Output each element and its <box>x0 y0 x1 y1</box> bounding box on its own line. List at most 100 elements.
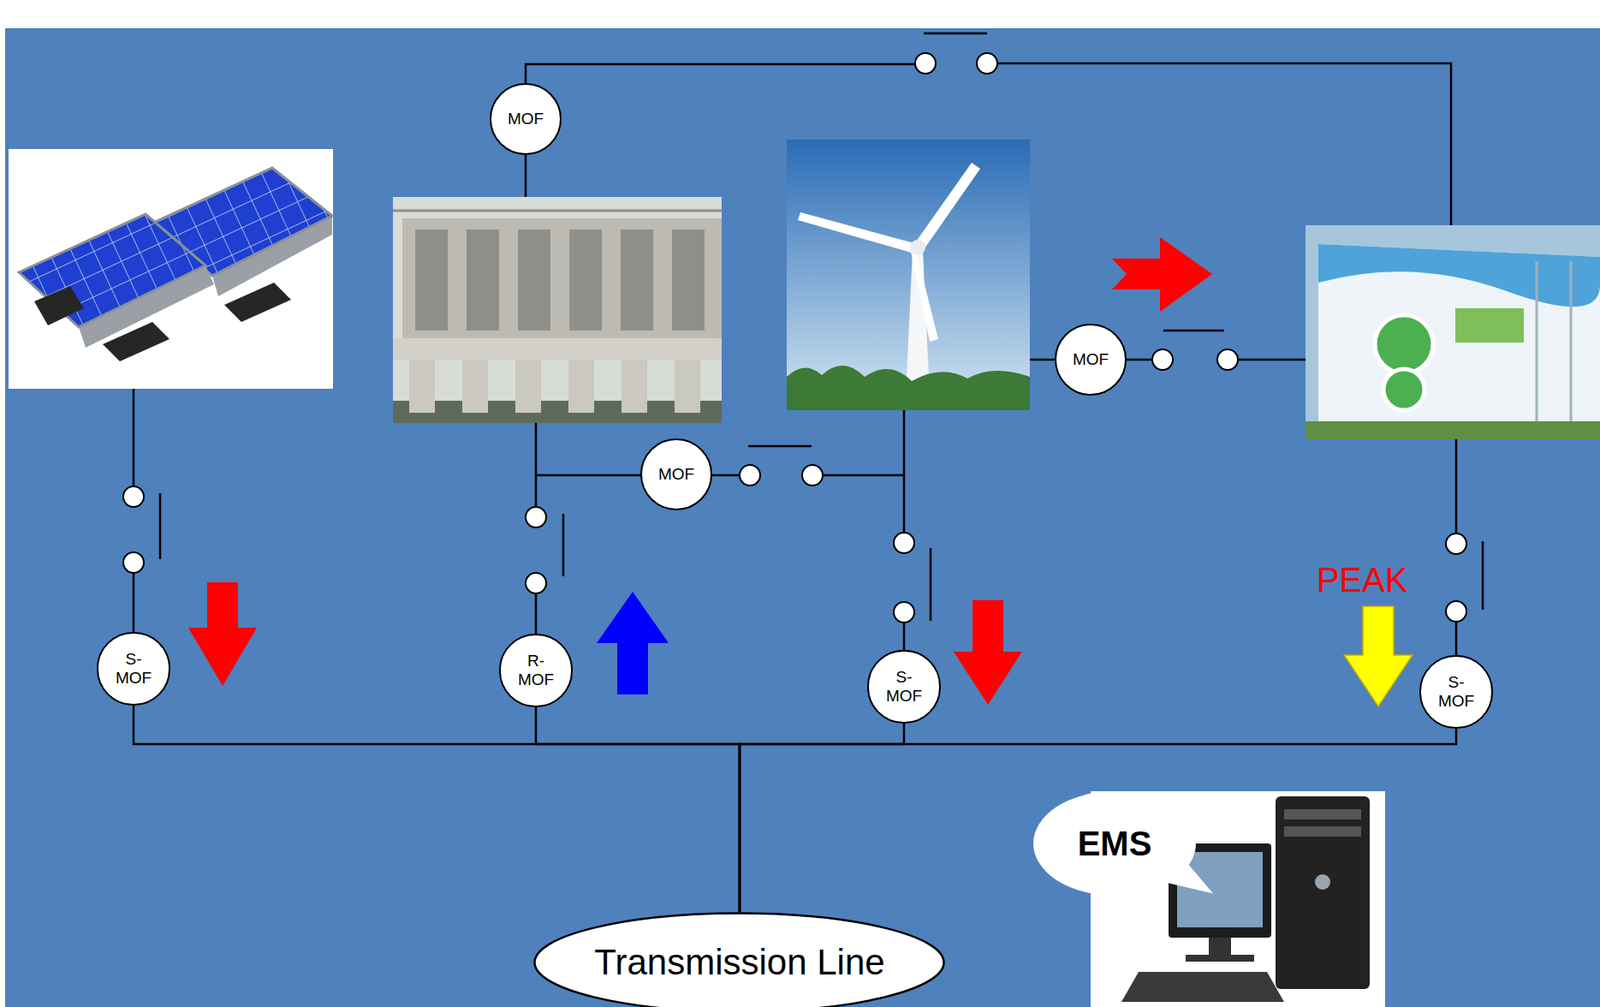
drive-bay <box>1284 808 1362 820</box>
switch-blade <box>748 445 812 448</box>
node-text: Transmission Line <box>594 941 885 983</box>
trees <box>786 365 1030 411</box>
switch-contact <box>123 486 144 507</box>
picture-ground <box>392 196 722 423</box>
wire <box>1455 439 1458 534</box>
meter-circle: R-MOF <box>499 633 572 707</box>
dam-gate <box>620 229 654 331</box>
container-panel <box>1455 308 1524 343</box>
background <box>5 28 1600 1007</box>
flow-arrow-down <box>953 600 1023 705</box>
container-logo <box>1383 368 1425 411</box>
picture-ground <box>8 148 334 389</box>
wire <box>1126 358 1153 362</box>
grass <box>1305 421 1600 440</box>
dam-pillar <box>674 359 701 413</box>
container-body <box>1318 243 1600 429</box>
turbine-hub <box>910 239 926 256</box>
bubble-shape <box>1033 791 1196 896</box>
wire <box>903 410 906 533</box>
node-text: MOF <box>501 109 550 129</box>
power-button <box>1314 874 1331 890</box>
bus-connector <box>133 705 740 913</box>
dam-gate <box>569 229 602 331</box>
switch-contact <box>525 506 547 528</box>
dam-wall <box>402 218 722 343</box>
switch-contact <box>976 53 998 74</box>
railing <box>392 209 722 213</box>
turbine-blade <box>914 162 981 251</box>
wire <box>132 388 136 487</box>
drive-bay <box>1284 826 1362 837</box>
node-text: MOF <box>652 464 701 484</box>
panel-float <box>34 285 84 326</box>
turbine-blade <box>797 212 915 254</box>
computer-tower <box>1275 796 1370 989</box>
container-door <box>1570 261 1573 424</box>
solar-array <box>18 214 206 328</box>
wire <box>535 422 538 507</box>
meter-circle: MOF <box>640 438 713 511</box>
panel-float <box>224 282 292 322</box>
bus-connector <box>535 707 740 913</box>
dam-pillar <box>515 359 542 413</box>
switch-blade <box>929 547 933 621</box>
node-text: S-MOF <box>109 649 158 688</box>
wire <box>1237 358 1306 362</box>
wire <box>712 474 740 477</box>
flow-arrow-right <box>1112 237 1213 312</box>
picture-ground <box>786 139 1030 411</box>
switch-blade <box>1163 329 1225 333</box>
wire <box>535 474 641 477</box>
node-text: EMS <box>1077 823 1153 863</box>
switch-contact <box>802 464 823 486</box>
transmission-ellipse: Transmission Line <box>533 911 946 1007</box>
monitor-screen <box>1177 851 1263 928</box>
bus-connector <box>739 723 905 913</box>
wire <box>525 64 916 84</box>
meter-circle: S-MOF <box>1419 654 1493 728</box>
wire <box>524 154 528 197</box>
peak-arrow-down <box>1344 606 1413 707</box>
wire <box>1029 358 1055 362</box>
meter-circle: MOF <box>1054 323 1127 396</box>
switch-contact <box>893 532 915 554</box>
switch-contact <box>1445 600 1467 622</box>
switch-blade <box>1481 541 1485 610</box>
solar-panel-picture <box>8 148 334 389</box>
peak-label: PEAK <box>1316 560 1409 600</box>
switch-contact <box>525 572 547 594</box>
node-text: S-MOF <box>1432 672 1481 711</box>
wire <box>822 474 905 477</box>
meter-circle: MOF <box>489 83 562 155</box>
switch-blade <box>562 513 566 577</box>
switch-contact <box>1152 349 1173 370</box>
flow-arrow-down <box>188 582 257 686</box>
dam-gate <box>415 229 448 331</box>
dam-deck <box>392 338 722 360</box>
wire <box>1455 621 1458 656</box>
dam-pillar <box>621 359 648 413</box>
wire <box>535 593 538 635</box>
switch-contact <box>1217 349 1238 370</box>
water <box>392 400 722 423</box>
monitor-stand <box>1185 954 1255 962</box>
node-text: MOF <box>1066 350 1115 369</box>
switch-contacts <box>123 53 1467 623</box>
turbine-blade <box>910 249 939 342</box>
meter-circle: S-MOF <box>96 631 170 705</box>
switch-blade <box>923 32 988 36</box>
wire <box>997 63 1452 226</box>
dam-gate <box>517 229 551 331</box>
hydro-dam-picture <box>392 196 722 423</box>
picture-ground <box>1305 225 1600 440</box>
switch-contact <box>1445 533 1467 554</box>
bus-connector <box>739 728 1457 913</box>
wire <box>132 572 136 633</box>
container-door <box>1535 261 1539 424</box>
node-text: S-MOF <box>880 667 928 706</box>
dam-gate <box>672 229 705 331</box>
